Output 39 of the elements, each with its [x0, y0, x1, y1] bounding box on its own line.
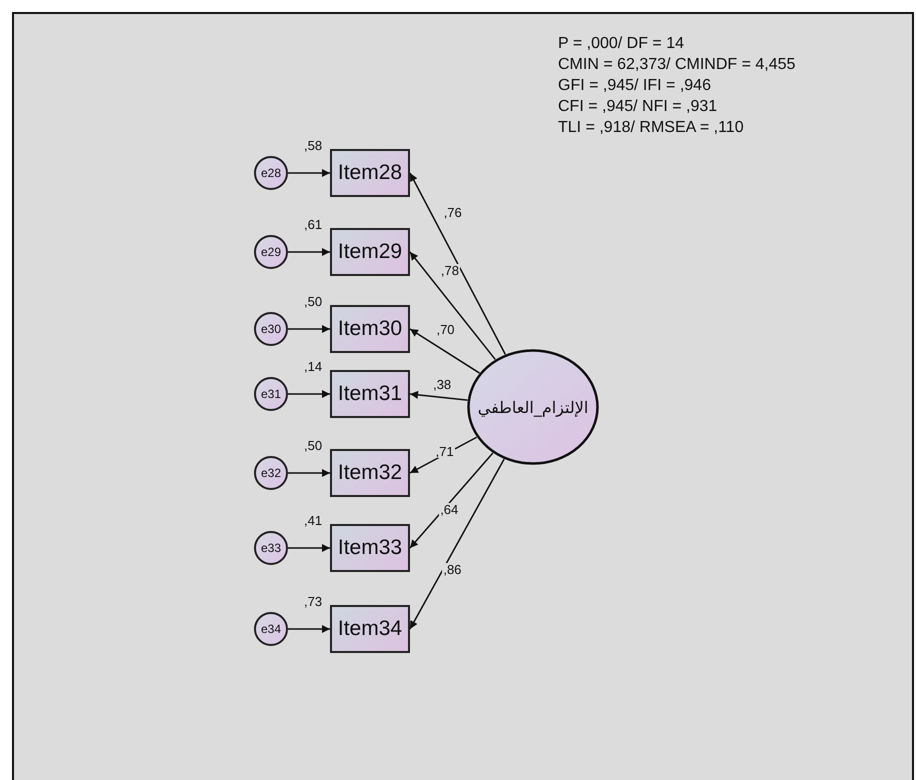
arrow [409, 452, 494, 548]
arrow [288, 248, 330, 256]
fit-statistic: CMIN = 62,373/ CMINDF = 4,455 [558, 55, 796, 75]
arrow [288, 625, 330, 633]
arrow [410, 390, 468, 401]
fit-statistic: P = ,000/ DF = 14 [558, 34, 684, 54]
arrow [410, 436, 478, 474]
edge-label: ,78 [440, 264, 460, 278]
edge-label: ,70 [435, 323, 456, 336]
observed-variable-box: Item29 [330, 228, 410, 276]
coefficient-label: ,14 [304, 360, 322, 373]
coefficient-label: ,61 [304, 218, 322, 231]
coefficient-label: ,50 [304, 295, 322, 308]
fit-statistic: TLI = ,918/ RMSEA = ,110 [558, 118, 744, 138]
observed-variable-box: Item31 [330, 370, 410, 418]
coefficient-label: ,73 [304, 595, 322, 608]
arrow [288, 169, 330, 177]
arrow [288, 469, 330, 477]
arrow [410, 328, 480, 374]
fit-statistic: GFI = ,945/ IFI = ,946 [558, 76, 711, 96]
observed-variable-box: Item33 [330, 524, 410, 572]
coefficient-label: ,58 [304, 139, 322, 152]
arrow [409, 172, 506, 355]
latent-variable-name: الإلتزام_العاطفي [478, 398, 588, 416]
arrow [288, 325, 330, 333]
observed-variable-box: Item28 [330, 149, 410, 197]
edge-label: ,64 [439, 503, 460, 516]
fit-statistic: CFI = ,945/ NFI = ,931 [558, 97, 718, 117]
arrow [288, 390, 330, 398]
arrow [409, 458, 505, 630]
coefficient-label: ,41 [304, 514, 322, 527]
edge-label: ,86 [442, 563, 462, 576]
edge-label: ,38 [432, 378, 452, 391]
observed-variable-box: Item32 [330, 449, 410, 497]
arrow [409, 252, 496, 360]
observed-variable-box: Item34 [330, 605, 410, 653]
coefficient-label: ,50 [304, 439, 322, 452]
observed-variable-box: Item30 [330, 305, 410, 353]
arrow [288, 544, 330, 552]
